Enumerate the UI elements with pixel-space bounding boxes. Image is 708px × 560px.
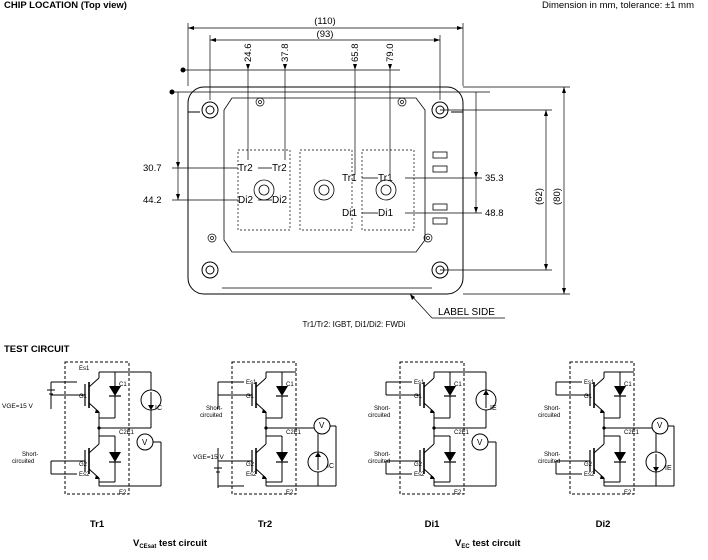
chip-legend: Tr1/Tr2: IGBT, Di1/Di2: FWDi (303, 320, 406, 329)
tr1-es1-label: Es1 (79, 366, 90, 372)
tr1-c1-label: C1 (119, 382, 127, 388)
label-side: LABEL SIDE (438, 307, 495, 318)
tr2-ic-label: IC (327, 463, 334, 470)
di1-g2-label: G2 (414, 462, 423, 468)
chip-di1-right: Di1 (378, 208, 393, 219)
tr2-g1-label: G1 (246, 394, 255, 400)
tr2-vge-label: VGE=15 V (193, 454, 225, 461)
tr1-short-label: Short- (22, 452, 38, 458)
circuit-tr1 (47, 361, 162, 495)
chip-di1-left: Di1 (342, 208, 357, 219)
circuit-name-tr2: Tr2 (258, 519, 272, 530)
di1-c2e1-label: C2E1 (454, 430, 470, 436)
chip-tr2-left: Tr2 (238, 163, 253, 174)
di2-g2-label: G2 (584, 462, 593, 468)
tr1-v-label: V (142, 438, 148, 447)
terminal-e2 (299, 149, 353, 231)
di1-es2-label: Es2 (414, 472, 425, 478)
chip-tr2-right: Tr2 (272, 163, 287, 174)
di2-es2-label: Es2 (584, 472, 595, 478)
tr1-ic-label: IC (155, 405, 162, 412)
circuit-di2 (555, 361, 675, 495)
chip-di2-right: Di2 (272, 195, 287, 206)
mounting-hole-bl (201, 261, 219, 279)
tr1-e2-label: E2 (119, 490, 127, 496)
tr2-es1-label: Es1 (246, 380, 257, 386)
di1-ie-label: IE (490, 405, 497, 412)
terminal-c1 (361, 149, 415, 231)
chip-tr1-left: Tr1 (342, 173, 357, 184)
tr2-e2-label: E2 (286, 490, 294, 496)
tr1-g2-label: G2 (79, 462, 88, 468)
di2-c2e1-label: C2E1 (624, 430, 640, 436)
test-circuit-title: TEST CIRCUIT (4, 344, 70, 355)
tr2-c2e1-label: C2E1 (286, 430, 302, 436)
tr2-c1-label: C1 (286, 382, 294, 388)
di2-e2-label: E2 (624, 490, 632, 496)
dim-y-30-7: 30.7 (143, 163, 162, 174)
chip-tr1-right: Tr1 (378, 173, 393, 184)
chip-di2-left: Di2 (238, 195, 253, 206)
tr2-es2-label: Es2 (246, 472, 257, 478)
di2-circuited-a-label: circuited (538, 413, 560, 419)
dim-y-35-3: 35.3 (485, 173, 504, 184)
module-outline (187, 86, 464, 295)
di2-es1-label: Es1 (584, 380, 595, 386)
tr1-es2-label: Es2 (79, 472, 90, 478)
dim-x-24-6: 24.6 (243, 44, 254, 63)
vcesat-caption: VCEsat test circuit (133, 538, 208, 550)
di1-v-label: V (477, 438, 483, 447)
di1-circuited-a-label: circuited (368, 413, 390, 419)
di1-short-b-label: Short- (374, 452, 390, 458)
dim-x-37-8: 37.8 (280, 44, 291, 63)
tr2-short-label: Short- (206, 406, 222, 412)
mounting-hole-tl (201, 101, 219, 119)
di1-g1-label: G1 (414, 394, 423, 400)
di2-v-label: V (657, 421, 663, 430)
circuit-tr2 (214, 361, 337, 495)
dim-y-44-2: 44.2 (143, 195, 162, 206)
di1-c1-label: C1 (454, 382, 462, 388)
dimension-note: Dimension in mm, tolerance: ±1 mm (542, 0, 694, 11)
tr2-g2-label: G2 (246, 462, 255, 468)
di2-ie-label: IE (665, 465, 672, 472)
terminal-c2e1 (237, 149, 291, 231)
circuit-name-di2: Di2 (596, 519, 611, 530)
chip-location-drawing: (110) (93) 24.6 37.8 65.8 79.0 30.7 44.2… (143, 16, 570, 329)
vec-caption: VEC test circuit (455, 538, 521, 550)
dim-93: (93) (317, 29, 334, 40)
dim-62: (62) (534, 188, 545, 205)
di2-circuited-b-label: circuited (538, 459, 560, 465)
di1-circuited-b-label: circuited (368, 459, 390, 465)
dim-x-65-8: 65.8 (350, 44, 361, 63)
tr2-circuited-label: circuited (200, 413, 222, 419)
di2-short-b-label: Short- (544, 452, 560, 458)
di2-g1-label: G1 (584, 394, 593, 400)
tr1-circuited-label: circuited (12, 459, 34, 465)
circuit-name-di1: Di1 (425, 519, 441, 530)
circuit-name-tr1: Tr1 (90, 519, 105, 530)
circuit-di1 (385, 361, 497, 495)
tr1-vge-label: VGE=15 V (2, 403, 34, 410)
dim-80: (80) (552, 188, 563, 205)
dim-x-79-0: 79.0 (385, 44, 396, 63)
dim-110: (110) (314, 16, 335, 27)
di1-short-a-label: Short- (374, 406, 390, 412)
dim-y-48-8: 48.8 (485, 208, 504, 219)
tr1-c2e1-label: C2E1 (119, 430, 135, 436)
di2-short-a-label: Short- (544, 406, 560, 412)
tr2-v-label: V (319, 421, 325, 430)
di1-e2-label: E2 (454, 490, 462, 496)
di1-es1-label: Es1 (414, 380, 425, 386)
di2-c1-label: C1 (624, 382, 632, 388)
page-title: CHIP LOCATION (Top view) (4, 0, 127, 11)
tr1-g1-label: G1 (79, 394, 88, 400)
